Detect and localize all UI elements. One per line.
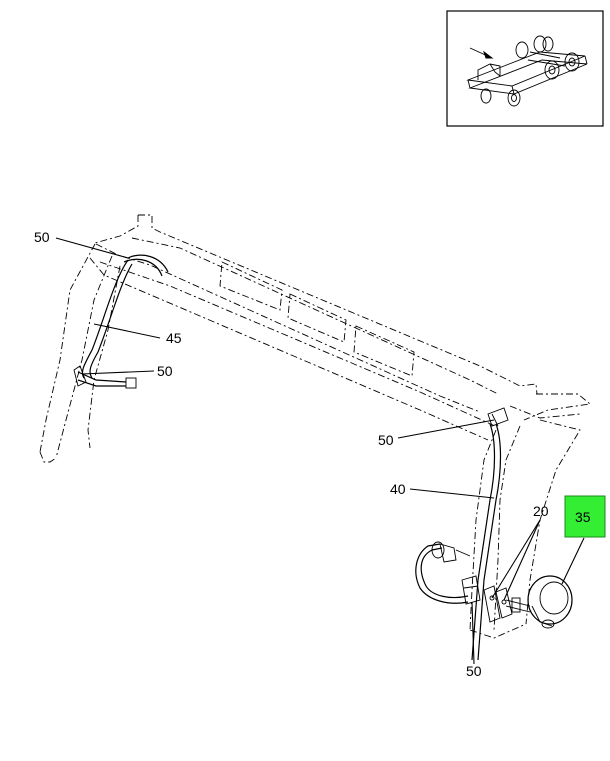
cab-back-panel (39, 214, 592, 639)
callout-35: 35 (575, 509, 591, 525)
callout-20: 20 (533, 503, 549, 519)
callout-35-highlight[interactable]: 35 (564, 495, 606, 538)
chassis-thumbnail (466, 35, 588, 107)
callout-50-left: 50 (157, 363, 173, 379)
callout-40: 40 (390, 481, 406, 497)
leader-lines (55, 237, 585, 665)
left-harness (73, 254, 169, 389)
callout-50-top-left: 50 (34, 229, 50, 245)
lamp-assembly (483, 575, 573, 629)
callout-45: 45 (166, 330, 182, 346)
locator-inset (446, 10, 604, 127)
right-harness (415, 407, 509, 661)
callout-50-bottom: 50 (466, 663, 482, 679)
callout-50-mid-right: 50 (378, 432, 394, 448)
